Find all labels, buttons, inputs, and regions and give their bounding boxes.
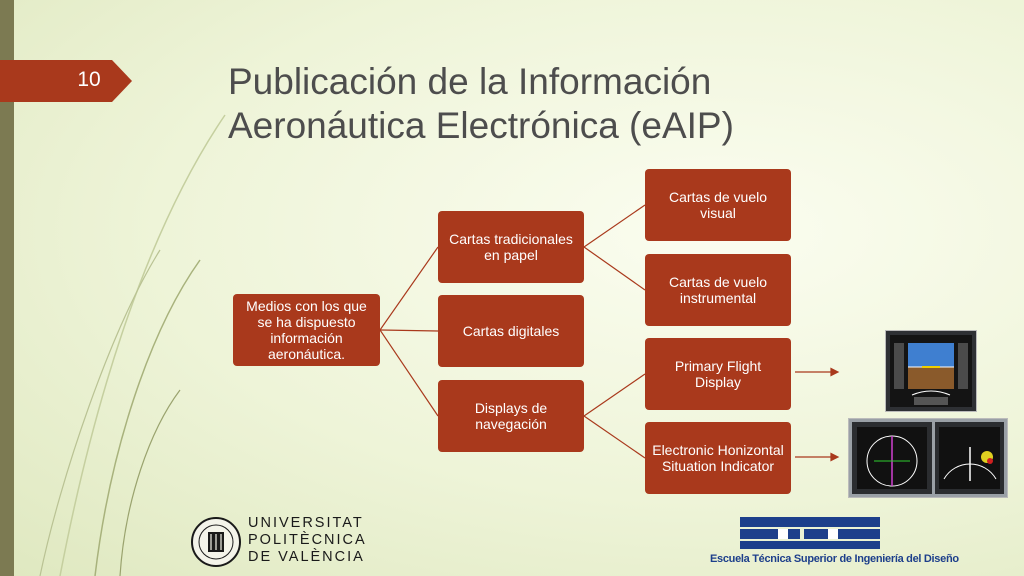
node-pfd: Primary Flight Display	[645, 338, 791, 410]
connector-b1-c2	[583, 246, 646, 291]
arrow-head-ehsi	[830, 452, 840, 462]
root-node: Medios con los que se ha dispuesto infor…	[233, 294, 380, 366]
connector-b1-c1	[583, 204, 646, 248]
title-line-2: Aeronáutica Electrónica (eAIP)	[228, 105, 734, 146]
pfd-illustration	[886, 331, 976, 411]
pfd-image	[885, 330, 977, 412]
upv-seal-icon	[191, 517, 241, 567]
connector-b3-c3	[583, 373, 646, 417]
slide-number: 10	[77, 68, 101, 91]
left-accent-bar	[0, 0, 14, 576]
node-vuelo-instrumental: Cartas de vuelo instrumental	[645, 254, 791, 326]
node-cartas-digitales: Cartas digitales	[438, 295, 584, 367]
slide-title: Publicación de la Información Aeronáutic…	[228, 60, 928, 148]
arrow-head-pfd	[830, 367, 840, 377]
etsid-caption: Escuela Técnica Superior de Ingeniería d…	[710, 553, 959, 565]
tab-shape	[0, 60, 132, 102]
upv-line-3: DE VALÈNCIA	[248, 549, 365, 565]
upv-wordmark: UNIVERSITAT POLITÈCNICA DE VALÈNCIA	[248, 515, 367, 566]
etsid-emblem-icon	[740, 517, 880, 549]
connector-root-b2	[379, 329, 439, 332]
ehsi-image	[848, 418, 1008, 498]
connector-b3-c4	[583, 415, 646, 459]
upv-line-2: POLITÈCNICA	[248, 532, 367, 548]
upv-line-1: UNIVERSITAT	[248, 515, 364, 531]
connector-root-b3	[379, 329, 439, 417]
node-ehsi: Electronic Honizontal Situation Indicato…	[645, 422, 791, 494]
node-cartas-tradicionales: Cartas tradicionales en papel	[438, 211, 584, 283]
ehsi-illustration	[849, 419, 1007, 497]
node-displays: Displays de navegación	[438, 380, 584, 452]
title-line-1: Publicación de la Información	[228, 61, 712, 102]
connector-root-b1	[379, 246, 439, 331]
upv-logo: UNIVERSITAT POLITÈCNICA DE VALÈNCIA	[190, 515, 365, 571]
etsid-logo: Escuela Técnica Superior de Ingeniería d…	[708, 515, 959, 573]
node-vuelo-visual: Cartas de vuelo visual	[645, 169, 791, 241]
slide-number-tab: 10	[0, 60, 132, 102]
